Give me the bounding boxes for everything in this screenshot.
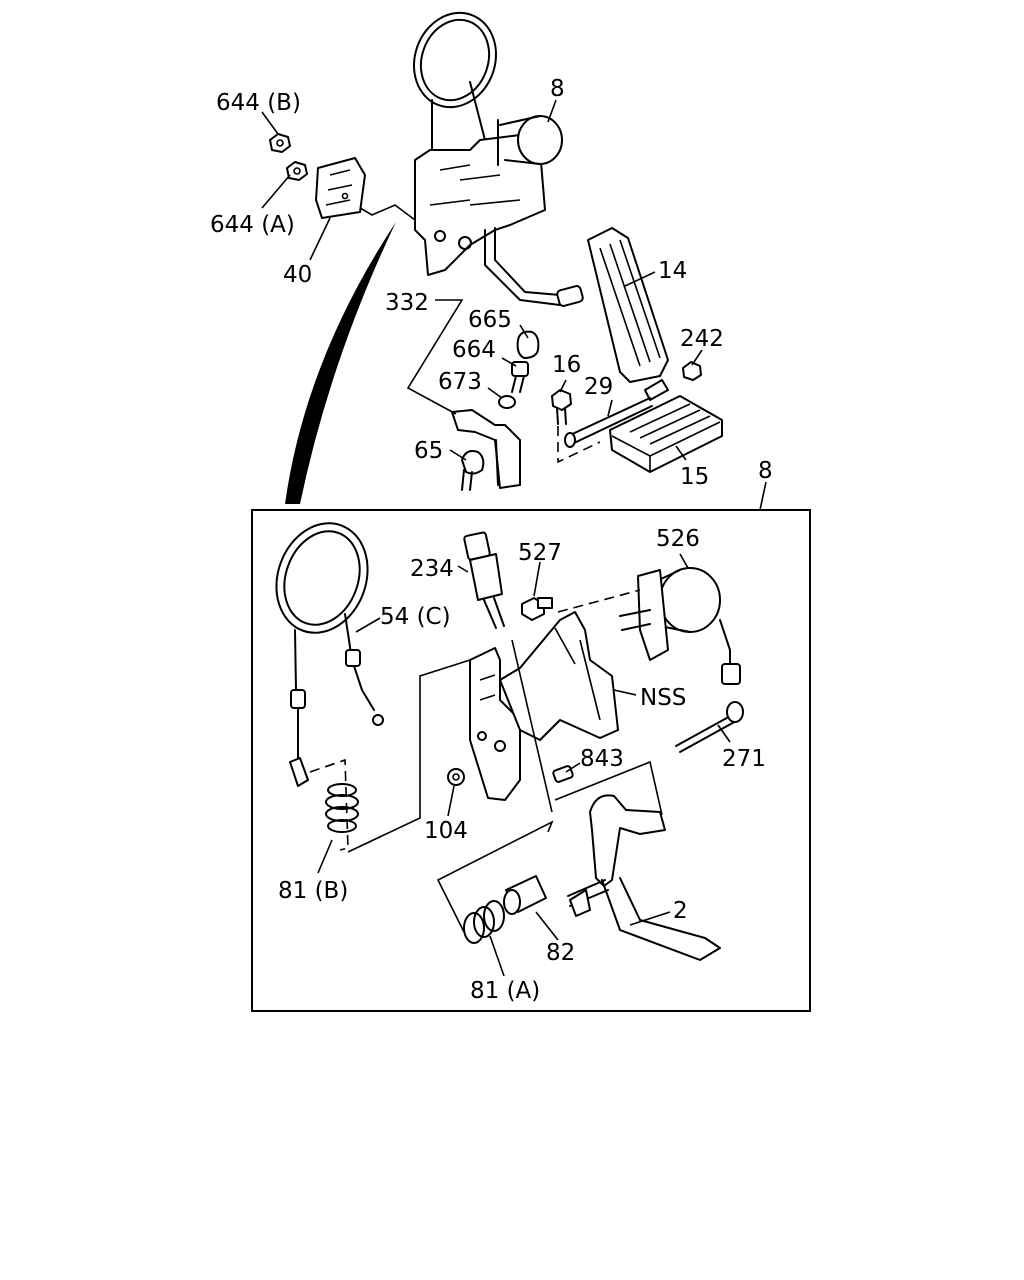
label-nss: NSS	[640, 685, 686, 711]
washer-104	[447, 768, 465, 786]
label-82: 82	[546, 940, 575, 966]
label-81b: 81 (B)	[278, 878, 348, 904]
bushing-843	[552, 765, 574, 783]
label-104: 104	[424, 818, 468, 844]
pedal-bracket-assembly	[354, 11, 584, 307]
label-16: 16	[552, 352, 581, 378]
bolt-271	[675, 701, 744, 753]
label-644b: 644 (B)	[216, 90, 301, 116]
switch-234	[463, 531, 505, 629]
detail-assembly	[275, 522, 744, 961]
pedal-base-15	[609, 395, 723, 473]
pedal-arm-2	[567, 794, 721, 961]
label-665: 665	[468, 307, 512, 333]
pin-29-guide	[557, 426, 601, 464]
leader-lines	[261, 99, 767, 977]
bushing-82	[503, 875, 547, 915]
label-8-top: 8	[550, 76, 565, 102]
label-644a: 644 (A)	[210, 212, 295, 238]
spring-81a	[463, 900, 505, 944]
label-271: 271	[722, 746, 766, 772]
label-29: 29	[584, 374, 613, 400]
pedal-pad-14	[587, 227, 669, 383]
bolt-527	[521, 597, 553, 621]
label-65: 65	[414, 438, 443, 464]
label-81a: 81 (A)	[470, 978, 540, 1004]
label-8-box: 8	[758, 458, 773, 484]
label-242: 242	[680, 326, 724, 352]
label-234: 234	[410, 556, 454, 582]
label-2: 2	[673, 898, 688, 924]
label-40: 40	[283, 262, 312, 288]
spring-81b	[325, 783, 359, 833]
detail-pointer	[285, 222, 396, 504]
label-673: 673	[438, 369, 482, 395]
label-332: 332	[385, 290, 429, 316]
bracket-332-group	[451, 330, 540, 491]
solenoid-526	[619, 567, 741, 685]
label-14: 14	[658, 258, 687, 284]
label-54c: 54 (C)	[380, 604, 451, 630]
bracket-40	[315, 157, 366, 219]
label-843: 843	[580, 746, 624, 772]
label-526: 526	[656, 526, 700, 552]
nut-242	[682, 361, 702, 381]
label-664: 664	[452, 337, 496, 363]
nut-644b	[269, 133, 291, 153]
label-15: 15	[680, 464, 709, 490]
pin-29	[564, 379, 669, 448]
callout-labels: 644 (B) 644 (A) 40 8 14 242 332 665 664 …	[210, 76, 773, 1004]
detail-frame-8	[251, 509, 811, 1012]
bolt-16	[551, 389, 572, 425]
label-527: 527	[518, 540, 562, 566]
nut-644a	[286, 161, 308, 181]
